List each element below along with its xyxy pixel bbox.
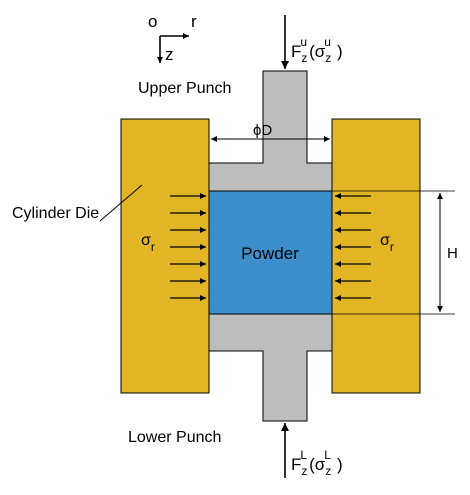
stress-subscript: z	[325, 464, 331, 478]
radial-stress-arrows-right	[335, 193, 371, 301]
stress-symbol: σ	[315, 42, 326, 61]
sigma-subscript: r	[390, 240, 394, 254]
axis-r-label: r	[191, 12, 197, 31]
stress-superscript: u	[324, 35, 331, 49]
paren-close: )	[337, 42, 343, 61]
axis-origin-label: o	[148, 12, 157, 31]
diameter-dimension: ϕD	[211, 122, 330, 142]
powder-label: Powder	[241, 244, 299, 263]
force-superscript: u	[300, 35, 307, 49]
sigma-r-label-left: σr	[141, 232, 155, 254]
powder-region	[208, 190, 333, 315]
force-symbol: F	[291, 42, 301, 61]
radial-stress-arrows-left	[170, 193, 206, 301]
paren-open: (	[309, 42, 315, 61]
stress-superscript: L	[324, 448, 331, 462]
sigma-subscript: r	[151, 240, 155, 254]
die-wall-right	[331, 118, 421, 394]
stress-symbol: σ	[315, 455, 326, 474]
force-subscript: z	[301, 464, 307, 478]
upper-force-label: Fzu(σzu)	[291, 35, 343, 65]
coordinate-axes: o r z	[148, 12, 197, 64]
height-dimension: H	[332, 190, 458, 315]
lower-punch	[208, 313, 333, 422]
upper-punch-label: Upper Punch	[138, 80, 231, 97]
paren-open: (	[309, 455, 315, 474]
height-label: H	[447, 245, 458, 262]
sigma-symbol: σ	[380, 232, 390, 249]
diameter-label: ϕD	[253, 122, 272, 139]
force-subscript: z	[301, 51, 307, 65]
lower-force-label: FzL(σzL)	[291, 448, 343, 478]
cylinder-die-label: Cylinder Die	[12, 205, 99, 222]
die-wall-left	[120, 118, 210, 394]
force-superscript: L	[300, 448, 307, 462]
paren-close: )	[337, 455, 343, 474]
stress-subscript: z	[325, 51, 331, 65]
sigma-symbol: σ	[141, 232, 151, 249]
sigma-r-label-right: σr	[380, 232, 394, 254]
lower-punch-label: Lower Punch	[128, 429, 221, 446]
axis-z-label: z	[165, 45, 174, 64]
force-symbol: F	[291, 455, 301, 474]
cylinder-die-leader	[99, 184, 143, 222]
